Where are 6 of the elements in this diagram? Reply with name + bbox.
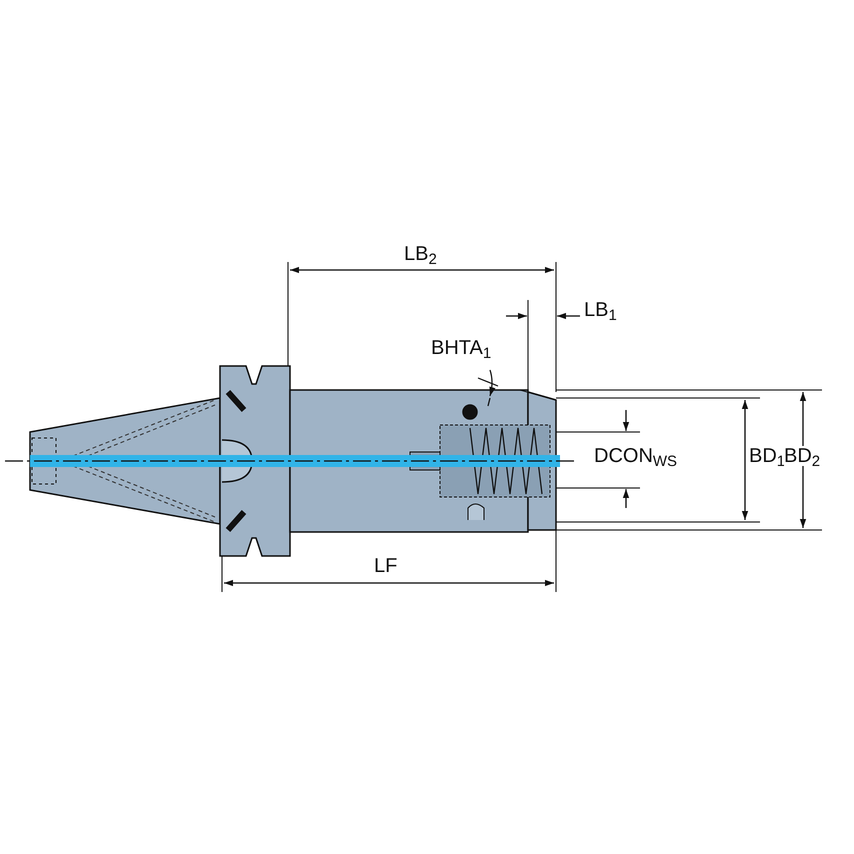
dimension-label: BD$_{2}$ [784, 446, 820, 466]
dimension-label: LB$_{2}$ [404, 244, 437, 264]
dimension-label: BD$_{1}$ [749, 446, 786, 466]
dimension-label: BHTA$_{1}$ [431, 338, 492, 358]
dimension-label: LB$_{1}$ [584, 300, 617, 320]
dimension-label: DCON$_{WS}$ [594, 446, 678, 466]
